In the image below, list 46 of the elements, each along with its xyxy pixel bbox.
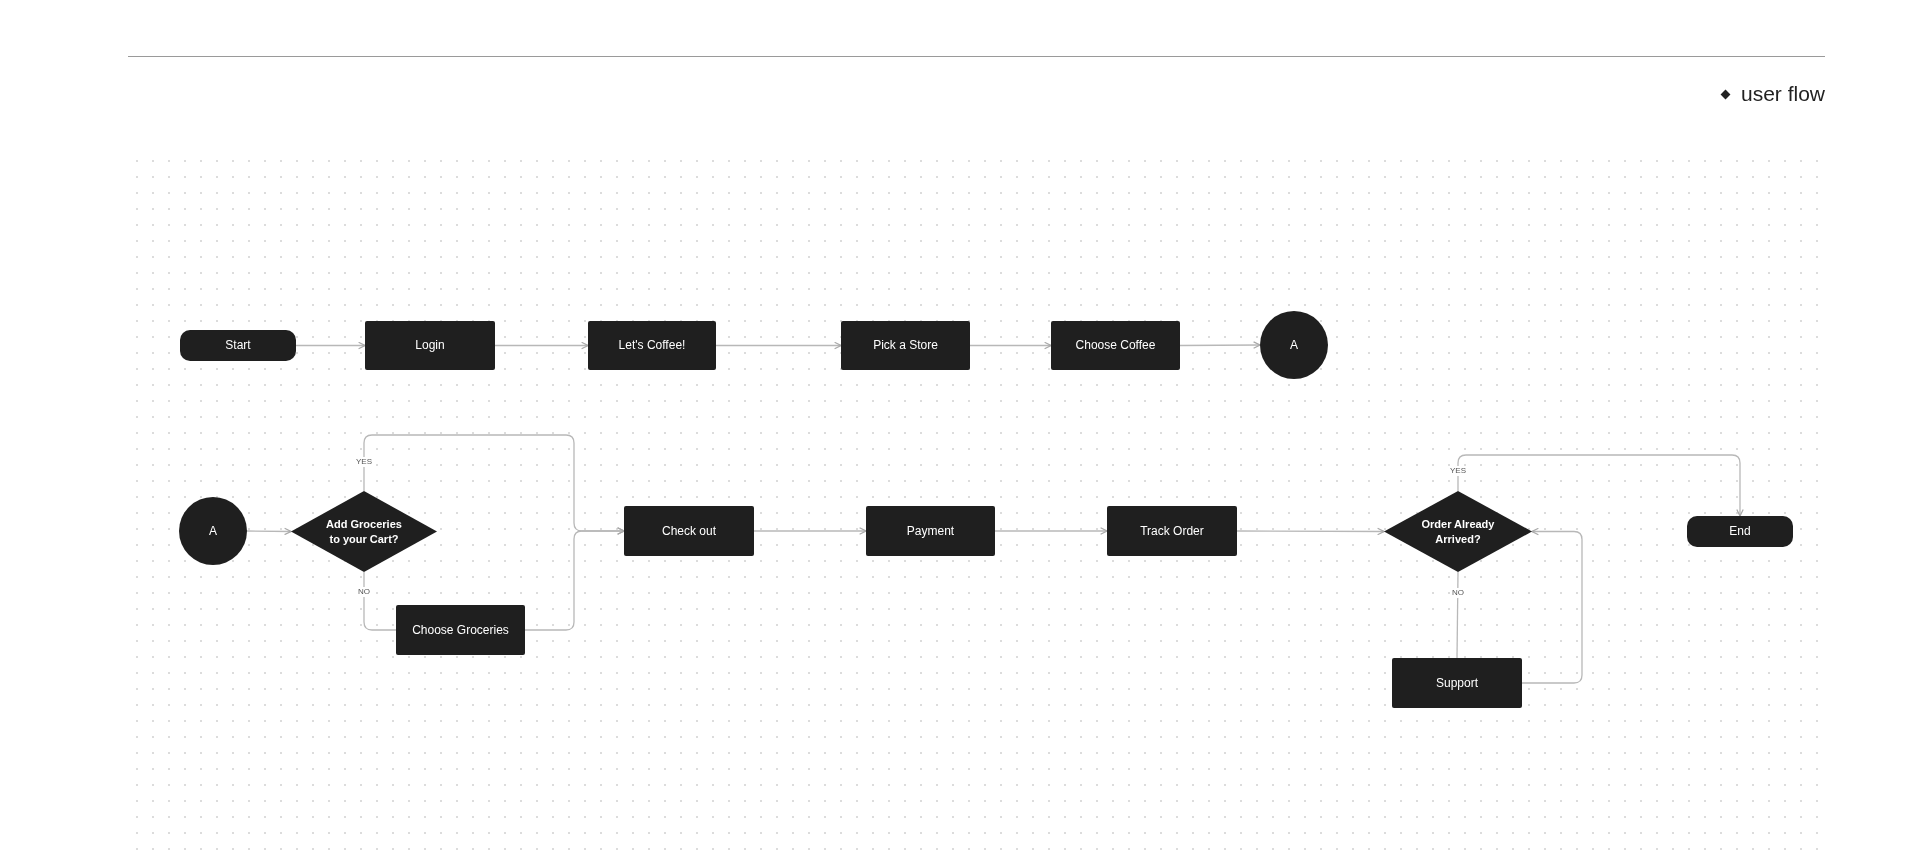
node-label: Start <box>225 337 251 354</box>
edge-label: NO <box>1450 588 1466 598</box>
connector-arrow <box>1521 527 1583 684</box>
connector-arrow <box>1457 454 1744 517</box>
node-label: Add Groceries to your Cart? <box>325 516 403 547</box>
edge-label: YES <box>1448 466 1468 476</box>
edge-label: YES <box>354 457 374 467</box>
node-label: Support <box>1436 674 1478 692</box>
connector-arrow <box>1236 527 1385 536</box>
terminal-box <box>1687 516 1793 547</box>
connector-circle <box>179 497 247 565</box>
connector-arrow <box>753 527 867 535</box>
process-box <box>1392 658 1522 708</box>
node-label: Pick a Store <box>873 337 938 354</box>
process-box <box>588 321 716 370</box>
diagram-title: user flow <box>1740 82 1825 106</box>
decision-diamond <box>1384 491 1532 572</box>
decision-diamond <box>291 491 437 572</box>
connector-arrow <box>524 527 625 631</box>
connector-arrow <box>715 341 842 350</box>
node-label: End <box>1729 523 1751 540</box>
edge-label: NO <box>356 587 372 597</box>
connector-arrow <box>295 341 366 350</box>
process-box <box>396 605 525 655</box>
process-box <box>866 506 995 556</box>
process-box <box>624 506 754 556</box>
connector-arrow <box>246 527 292 536</box>
node-label: Let's Coffee! <box>618 337 686 354</box>
node-label: Choose Coffee <box>1075 337 1156 354</box>
terminal-box <box>180 330 296 361</box>
node-label: Choose Groceries <box>412 621 509 639</box>
node-label: Check out <box>662 522 716 540</box>
connector-arrow <box>1179 341 1261 349</box>
connector-arrow <box>994 527 1108 535</box>
process-box <box>365 321 495 370</box>
node-label: Order Already Arrived? <box>1420 516 1496 547</box>
process-box <box>1107 506 1237 556</box>
node-label: Track Order <box>1140 522 1204 540</box>
node-label: Payment <box>906 522 955 540</box>
connector-arrow <box>494 341 589 350</box>
node-label: A <box>209 522 217 540</box>
connector-arrow <box>969 341 1052 350</box>
node-label: Login <box>415 337 445 354</box>
node-label: A <box>1290 336 1298 354</box>
process-box <box>1051 321 1180 370</box>
process-box <box>841 321 970 370</box>
